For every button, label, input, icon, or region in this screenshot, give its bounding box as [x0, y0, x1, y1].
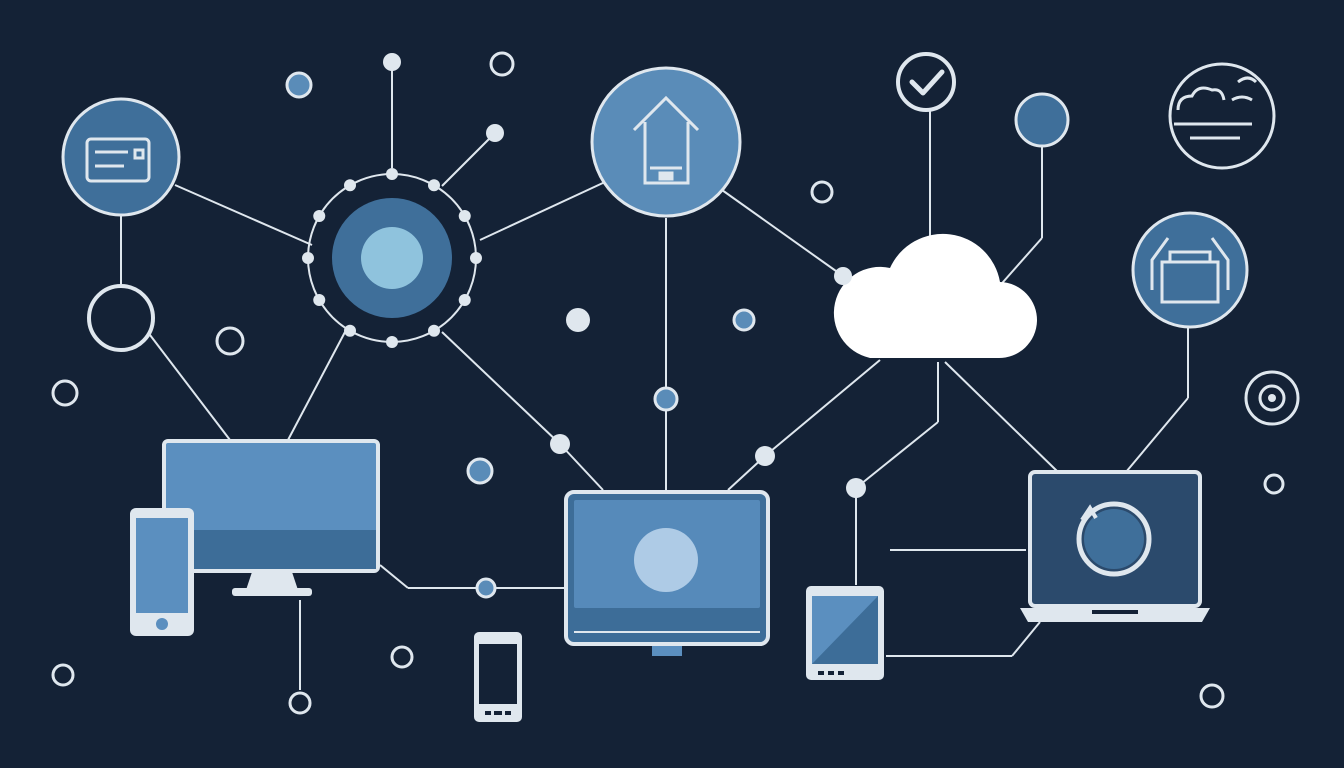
- hub-ring-dot: [458, 294, 471, 306]
- network-dot: [1199, 683, 1225, 709]
- link-monitor-display: [379, 564, 409, 589]
- network-dot: [489, 51, 515, 77]
- link-camera-hub: [174, 184, 313, 246]
- network-dot: [288, 691, 312, 715]
- link-cloud-laptop: [944, 361, 1059, 473]
- home-icon: [632, 95, 700, 185]
- verified-node: [896, 52, 956, 112]
- network-hub: [302, 168, 482, 348]
- link-hub-monitor: [287, 331, 346, 441]
- display-core: [634, 528, 698, 592]
- link-hub-home: [479, 181, 606, 241]
- network-dot: [653, 386, 679, 412]
- network-dot: [215, 326, 245, 356]
- hub-ring-dot: [458, 210, 471, 222]
- network-dot: [475, 577, 497, 599]
- info-node: [1014, 92, 1070, 148]
- network-dot: [550, 434, 570, 454]
- network-dot: [846, 478, 866, 498]
- network-dot: [755, 446, 775, 466]
- connection-lines: [120, 62, 1189, 690]
- hub-ring-dot: [344, 324, 356, 337]
- hub-ring-dot: [386, 168, 398, 180]
- printer-icon: [1150, 237, 1230, 304]
- desktop-monitor: [162, 439, 380, 596]
- network-dot: [383, 53, 401, 71]
- smartphone: [130, 508, 194, 636]
- hub-ring-dot: [302, 252, 314, 264]
- camera-node: [61, 97, 181, 217]
- weather-node: [1168, 62, 1276, 170]
- hub-ring-dot: [313, 210, 326, 222]
- link-cloud-display: [764, 359, 881, 457]
- hub-ring-dot: [344, 179, 356, 192]
- hub-ring-dot: [428, 179, 440, 192]
- hub-core: [361, 227, 423, 289]
- open-ring-node: [87, 284, 155, 352]
- link-ring-monitor: [149, 334, 231, 441]
- link-device-laptop-b: [1125, 397, 1189, 473]
- network-dot: [810, 180, 834, 204]
- network-dot: [466, 457, 494, 485]
- hub-ring-dot: [386, 336, 398, 348]
- link-hub-ne: [441, 132, 496, 187]
- network-dot: [390, 645, 414, 669]
- hub-ring-dots: [302, 168, 482, 348]
- hub-ring-dot: [428, 324, 440, 337]
- target-node: [1244, 370, 1300, 426]
- hub-ring-dot: [470, 252, 482, 264]
- smart-home-node: [590, 66, 742, 218]
- network-dot: [51, 379, 79, 407]
- cloud-wind-icon: [1174, 76, 1258, 140]
- link-cloud-tablet-b: [855, 421, 939, 489]
- link-home-cloud: [721, 189, 844, 277]
- network-dot: [566, 308, 590, 332]
- check-icon: [909, 69, 945, 96]
- smartphone-small: [474, 632, 522, 722]
- link-node-cloud-b: [995, 237, 1043, 291]
- sync-icon: [1076, 501, 1152, 577]
- link-laptop-tablet-b: [1011, 621, 1041, 657]
- network-dot: [51, 663, 75, 687]
- network-dot: [1263, 473, 1285, 495]
- device-node: [1131, 211, 1249, 329]
- link-hub-display: [441, 331, 561, 445]
- scatter-dots: [51, 51, 1285, 715]
- tablet: [806, 586, 884, 680]
- cloud-node: [833, 233, 1037, 359]
- link-node-display: [559, 443, 604, 491]
- laptop: [1020, 470, 1210, 622]
- network-dot: [732, 308, 756, 332]
- network-dot: [486, 124, 504, 142]
- network-dot: [285, 71, 313, 99]
- tablet-display: [564, 490, 770, 656]
- hub-ring-dot: [313, 294, 326, 306]
- camera-icon: [85, 137, 151, 183]
- network-dot: [834, 267, 852, 285]
